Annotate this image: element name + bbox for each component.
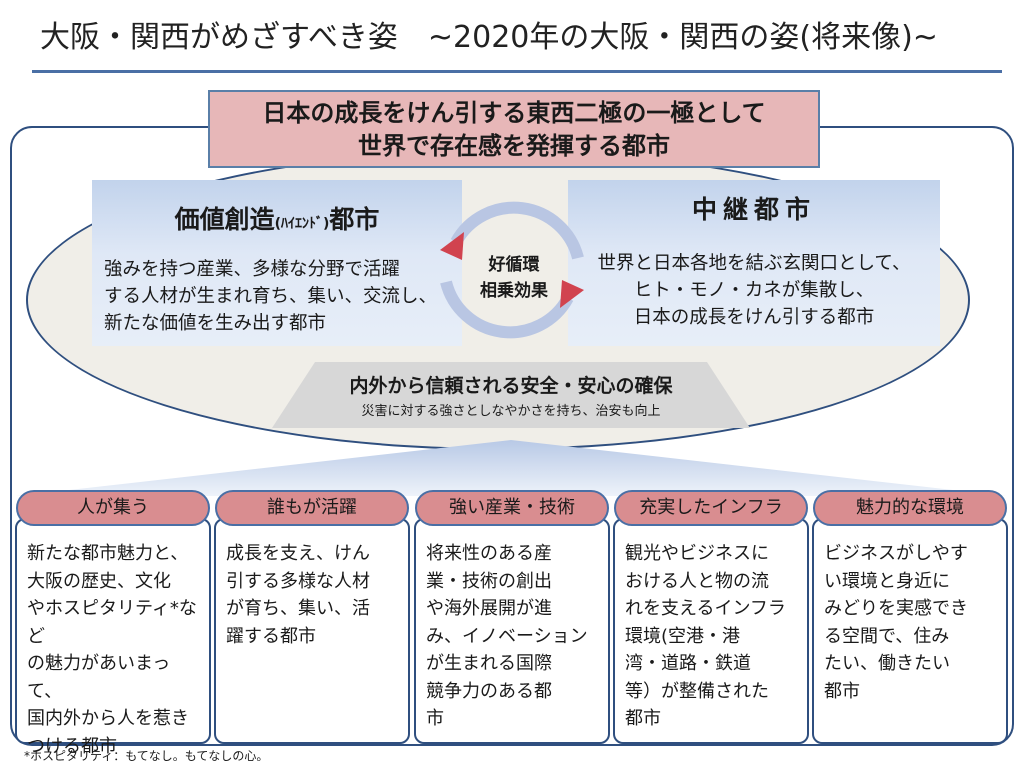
pillar-line: る空間で、住み — [824, 625, 950, 647]
foundation-subtitle: 災害に対する強さとしなやかさを持ち、治安も向上 — [361, 404, 661, 419]
value-creation-title-main: 価値創造 — [174, 205, 275, 234]
value-creation-line: 強みを持つ産業、多様な分野で活躍 — [104, 259, 401, 280]
pillar-line: の魅力があいまって、 — [27, 653, 171, 702]
pillar-line: 観光やビジネスに — [625, 543, 769, 564]
pillar-card-industry: 将来性のある産 業・技術の創出 や海外展開が進 み、イノベーション が生まれる国… — [414, 518, 610, 744]
footnote: *ホスピタリティ：もてなし。もてなしの心。 — [24, 749, 269, 763]
page-title: 大阪・関西がめざすべき姿 ~2020年の大阪・関西の姿(将来像)~ — [40, 20, 938, 55]
pillar-line: 引する多様な人材 — [226, 570, 370, 592]
pillar-label-people: 人が集う — [16, 490, 210, 526]
cycle-arrows-icon — [440, 201, 584, 339]
pillar-line: 新たな都市魅力と、 — [27, 543, 189, 564]
pillar-label-infrastructure: 充実したインフラ — [614, 490, 808, 526]
value-creation-title-tail: 都市 — [329, 205, 380, 234]
pillar-line: 環境(空港・港 — [625, 625, 741, 647]
pillar-card-infrastructure: 観光やビジネスに おける人と物の流 れを支えるインフラ 環境(空港・港 湾・道路… — [613, 518, 809, 744]
relay-city-line: 日本の成長をけん引する都市 — [633, 307, 875, 328]
value-creation-panel: 価値創造(ﾊｲｴﾝﾄﾞ)都市 強みを持つ産業、多様な分野で活躍 する人材が生まれ… — [92, 180, 462, 346]
cycle-label-line-2: 相乗効果 — [480, 281, 548, 301]
pillar-line: みどりを実感でき — [824, 598, 968, 619]
relay-city-line: 世界と日本各地を結ぶ玄関口として、 — [597, 253, 911, 274]
pillar-card-environment: ビジネスがしやす い環境と身近に みどりを実感でき る空間で、住み たい、働きた… — [812, 518, 1008, 744]
pillar-line: 都市 — [824, 680, 860, 702]
headline-box: 日本の成長をけん引する東西二極の一極として 世界で存在感を発揮する都市 — [208, 90, 820, 168]
relay-city-body: 世界と日本各地を結ぶ玄関口として、 ヒト・モノ・カネが集散し、 日本の成長をけん… — [574, 250, 934, 331]
headline-line-2: 世界で存在感を発揮する都市 — [358, 132, 670, 160]
value-creation-body: 強みを持つ産業、多様な分野で活躍 する人材が生まれ育ち、集い、交流し、 新たな価… — [104, 256, 454, 337]
pillar-line: つける都市 — [27, 735, 117, 757]
pillar-line: い環境と身近に — [824, 570, 950, 592]
pillar-line: 国内外から人を惹き — [27, 708, 189, 729]
relay-city-line: ヒト・モノ・カネが集散し、 — [633, 280, 875, 301]
pillar-line: 市 — [426, 708, 444, 729]
pillar-line: 成長を支え、けん — [226, 543, 370, 564]
value-creation-line: 新たな価値を生み出す都市 — [104, 313, 327, 334]
pillar-line: れを支えるインフラ — [625, 598, 786, 619]
value-creation-title-small: (ﾊｲｴﾝﾄﾞ) — [274, 216, 330, 232]
pillar-line: や海外展開が進 — [426, 598, 552, 619]
pillar-card-talent: 成長を支え、けん 引する多様な人材 が育ち、集い、活 躍する都市 — [214, 518, 410, 744]
pillar-line: 湾・道路・鉄道 — [625, 653, 751, 674]
pillar-line: が育ち、集い、活 — [226, 598, 370, 619]
headline-line-1: 日本の成長をけん引する東西二極の一極として — [262, 99, 766, 127]
pillar-line: み、イノベーション — [426, 625, 588, 647]
pillar-line: やホスピタリティ*など — [27, 598, 197, 647]
pillar-line: たい、働きたい — [824, 653, 950, 674]
value-creation-line: する人材が生まれ育ち、集い、交流し、 — [104, 286, 438, 307]
cycle-label: 好循環 相乗効果 — [468, 252, 560, 304]
pillar-label-environment: 魅力的な環境 — [813, 490, 1007, 526]
pillar-line: 大阪の歴史、文化 — [27, 570, 171, 592]
pillar-card-people: 新たな都市魅力と、 大阪の歴史、文化 やホスピタリティ*など の魅力があいまって… — [15, 518, 211, 757]
pillar-line: 将来性のある産 — [426, 543, 552, 564]
pillar-line: が生まれる国際 — [426, 653, 552, 674]
pillar-line: 躍する都市 — [226, 625, 316, 647]
pillar-line: ビジネスがしやす — [824, 543, 968, 564]
pillar-line: 等）が整備された — [625, 680, 769, 702]
title-underline — [32, 70, 1002, 73]
pillar-line: 業・技術の創出 — [426, 570, 552, 592]
foundation-fan — [16, 440, 1006, 496]
value-creation-title: 価値創造(ﾊｲｴﾝﾄﾞ)都市 — [92, 200, 462, 236]
pillar-line: 都市 — [625, 708, 661, 729]
relay-city-title: 中継都市 — [691, 195, 816, 224]
pillar-line: 競争力のある都 — [426, 680, 552, 702]
foundation-trapezoid: 内外から信頼される安全・安心の確保 災害に対する強さとしなやかさを持ち、治安も向… — [272, 362, 750, 428]
pillar-line: おける人と物の流 — [625, 570, 769, 592]
pillar-label-talent: 誰もが活躍 — [215, 490, 409, 526]
cycle-label-line-1: 好循環 — [488, 255, 540, 275]
foundation-title: 内外から信頼される安全・安心の確保 — [349, 375, 673, 397]
relay-city-panel: 中継都市 世界と日本各地を結ぶ玄関口として、 ヒト・モノ・カネが集散し、 日本の… — [568, 180, 940, 346]
pillar-label-industry: 強い産業・技術 — [415, 490, 609, 526]
